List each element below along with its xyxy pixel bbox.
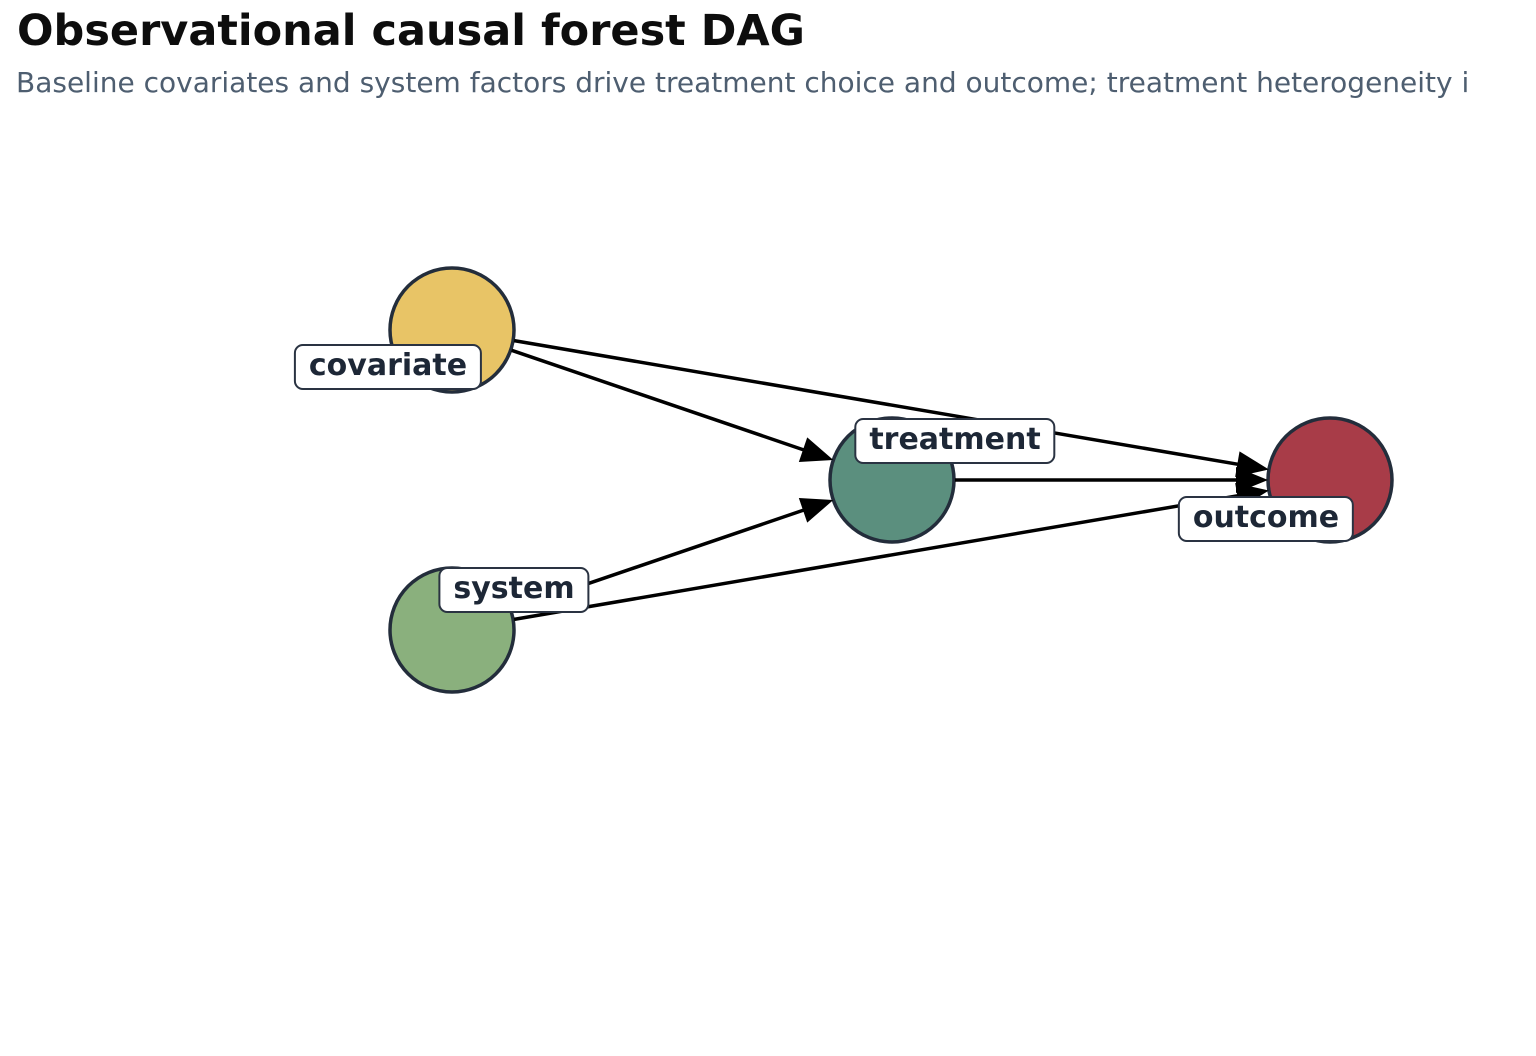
arrowhead-covariate-to-treatment [798, 437, 834, 462]
edge-covariate-to-treatment [511, 348, 810, 454]
node-label-outcome: outcome [1177, 496, 1355, 542]
arrowhead-treatment-to-outcome [1236, 467, 1268, 493]
node-label-covariate: covariate [293, 344, 483, 390]
node-label-system: system [438, 567, 590, 613]
edge-system-to-outcome [513, 493, 1244, 622]
node-label-treatment: treatment [854, 418, 1056, 464]
arrowhead-system-to-treatment [798, 498, 834, 523]
figure-subtitle: Baseline covariates and system factors d… [16, 66, 1470, 99]
edge-covariate-to-outcome [513, 338, 1244, 467]
figure-title: Observational causal forest DAG [17, 6, 805, 56]
